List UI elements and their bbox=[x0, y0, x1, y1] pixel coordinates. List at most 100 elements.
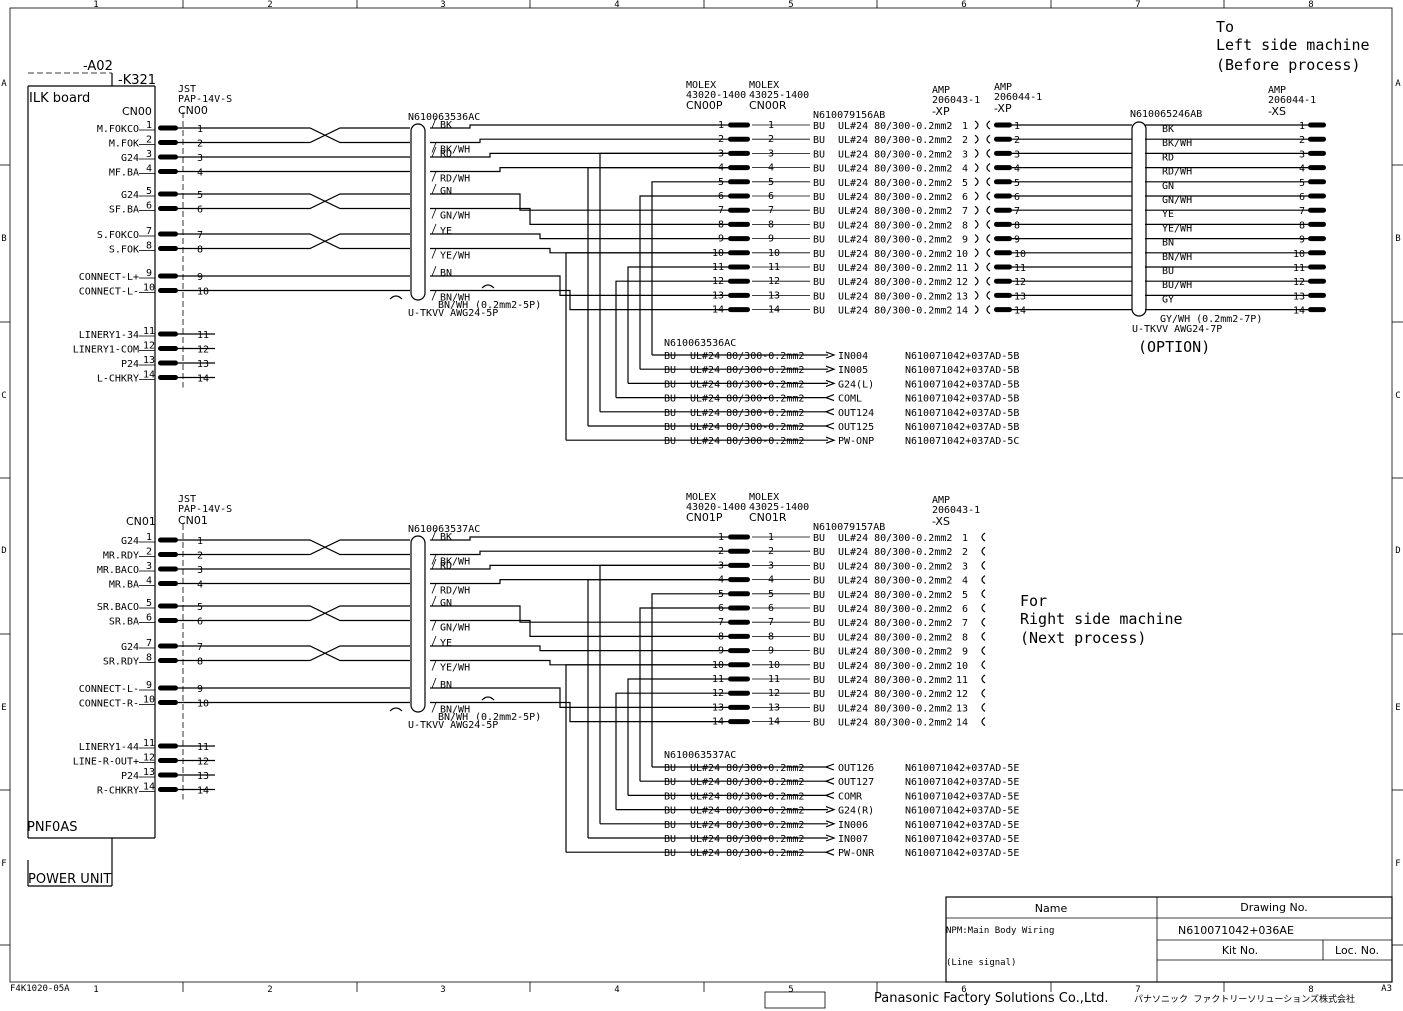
twisted-wire bbox=[215, 233, 410, 250]
wire-spec: UL#24 80/300-0.2mm2 bbox=[690, 763, 804, 774]
board-pin-contact bbox=[158, 360, 178, 366]
jst-label: JST bbox=[178, 84, 196, 95]
molex-pin bbox=[728, 676, 750, 682]
amp-socket bbox=[986, 163, 991, 173]
option-wire-color: GN/WH bbox=[1162, 195, 1192, 206]
board-connector-id: CN01 bbox=[126, 515, 156, 528]
amp-pin-number: 4 bbox=[962, 164, 968, 175]
board-pin-contact bbox=[158, 685, 178, 691]
wire-color-bu: BU bbox=[813, 178, 825, 189]
wire-color-bu: BU bbox=[813, 561, 825, 572]
molex-pin-number: 4 bbox=[768, 575, 774, 586]
note-for: For bbox=[1020, 592, 1047, 610]
amp-pin-number: 3 bbox=[962, 149, 968, 160]
wire-color-label: YE/WH bbox=[440, 663, 470, 674]
board-pin-number: 6 bbox=[146, 201, 152, 212]
signal-destination: N610071042+037AD-5E bbox=[905, 848, 1019, 859]
jst-part: PAP-14V-S bbox=[178, 504, 232, 515]
wire-spec: UL#24 80/300-0.2mm2 bbox=[690, 834, 804, 845]
board-pin-name: G24 bbox=[121, 536, 139, 547]
sheet-size: A3 bbox=[1381, 984, 1392, 994]
amp-pin bbox=[994, 221, 1012, 227]
amp-pin bbox=[1308, 264, 1326, 270]
routed-wire bbox=[430, 536, 728, 541]
wire-spec: UL#24 80/300-0.2mm2 bbox=[838, 135, 952, 146]
wire-spec: UL#24 80/300-0.2mm2 bbox=[690, 777, 804, 788]
signal-destination: N610071042+037AD-5E bbox=[905, 791, 1019, 802]
option-wire-color: YE/WH bbox=[1162, 223, 1192, 234]
option-wire-color: BU/WH bbox=[1162, 280, 1192, 291]
board-pin-contact bbox=[158, 140, 178, 145]
routed-wire bbox=[430, 645, 728, 652]
board-pin-number: 3 bbox=[146, 561, 152, 572]
jst-pin-number: 13 bbox=[197, 771, 209, 782]
twisted-wire bbox=[215, 645, 410, 662]
molex-pin-number: 11 bbox=[768, 262, 780, 273]
frame-row-label: E bbox=[1, 703, 6, 713]
drawing-no-header: Drawing No. bbox=[1240, 901, 1308, 914]
note-right-side: Right side machine bbox=[1020, 610, 1183, 628]
jst-connector-id: CN01 bbox=[178, 514, 208, 527]
amp-pin-number: 2 bbox=[1014, 135, 1020, 146]
loc-no-header: Loc. No. bbox=[1335, 944, 1379, 957]
amp-label: AMP bbox=[1268, 85, 1286, 96]
wire-color-bu: BU bbox=[664, 408, 676, 419]
amp-pin bbox=[1308, 165, 1326, 171]
signal-route bbox=[615, 692, 728, 810]
signal-name: OUT127 bbox=[838, 777, 874, 788]
frame-col-label: 6 bbox=[961, 985, 966, 995]
amp-pin bbox=[1308, 122, 1326, 128]
board-pin-name: L-CHKRY bbox=[97, 374, 139, 385]
amp-pin-number: 10 bbox=[1293, 249, 1305, 260]
amp-socket bbox=[981, 660, 986, 670]
signal-route bbox=[639, 195, 728, 370]
amp-pin-number: 14 bbox=[1293, 306, 1305, 317]
note-before-process: (Before process) bbox=[1216, 56, 1361, 74]
board-pin-name: S.FOK bbox=[109, 245, 139, 256]
amp-socket bbox=[981, 589, 986, 599]
amp-pin bbox=[994, 307, 1012, 313]
twisted-wire bbox=[215, 645, 410, 662]
amp-pin-number: 14 bbox=[956, 718, 968, 729]
footer-box bbox=[764, 991, 826, 1009]
amp-connector-id: -XS bbox=[1268, 105, 1286, 118]
board-pin-name: P24 bbox=[121, 771, 139, 782]
molex-pin-number: 6 bbox=[768, 603, 774, 614]
amp-socket bbox=[981, 646, 986, 656]
amp-socket bbox=[974, 234, 979, 244]
twisted-wire bbox=[215, 539, 410, 556]
wire-color-bu: BU bbox=[664, 365, 676, 376]
board-pin-name: LINERY1-44 bbox=[79, 742, 139, 753]
wire-color-bu: BU bbox=[813, 689, 825, 700]
amp-socket bbox=[981, 603, 986, 613]
arrow-out bbox=[825, 351, 836, 359]
molex-pin bbox=[728, 662, 750, 668]
signal-name: IN005 bbox=[838, 365, 868, 376]
amp-pin-number: 5 bbox=[1299, 178, 1305, 189]
arrow-out bbox=[825, 365, 836, 373]
arrow-out bbox=[825, 806, 836, 814]
amp-pin-number: 11 bbox=[956, 263, 968, 274]
amp-pin-number: 6 bbox=[962, 604, 968, 615]
wire-color-bu: BU bbox=[664, 394, 676, 405]
amp-part: 206043-1 bbox=[932, 505, 980, 516]
molex-pin-number: 9 bbox=[768, 234, 774, 245]
signal-route bbox=[627, 266, 728, 384]
amp-pin-number: 6 bbox=[1299, 192, 1305, 203]
amp-pin-number: 9 bbox=[1014, 235, 1020, 246]
jst-pin-number: 10 bbox=[197, 699, 209, 710]
frame-row-label: F bbox=[1395, 859, 1400, 869]
board-pin-number: 1 bbox=[146, 120, 152, 131]
frame-col-label: 7 bbox=[1135, 985, 1140, 995]
wire-tick bbox=[431, 583, 437, 594]
jst-pin-number: 5 bbox=[197, 602, 203, 613]
board-pin-number: 11 bbox=[143, 326, 155, 337]
board-pin-number: 3 bbox=[146, 149, 152, 160]
amp-pin-number: 2 bbox=[1299, 135, 1305, 146]
wire-tick bbox=[431, 171, 437, 182]
amp-pin-number: 2 bbox=[962, 547, 968, 558]
amp-pin bbox=[1308, 207, 1326, 213]
signal-name: IN007 bbox=[838, 834, 868, 845]
signal-name: G24(L) bbox=[838, 379, 874, 390]
